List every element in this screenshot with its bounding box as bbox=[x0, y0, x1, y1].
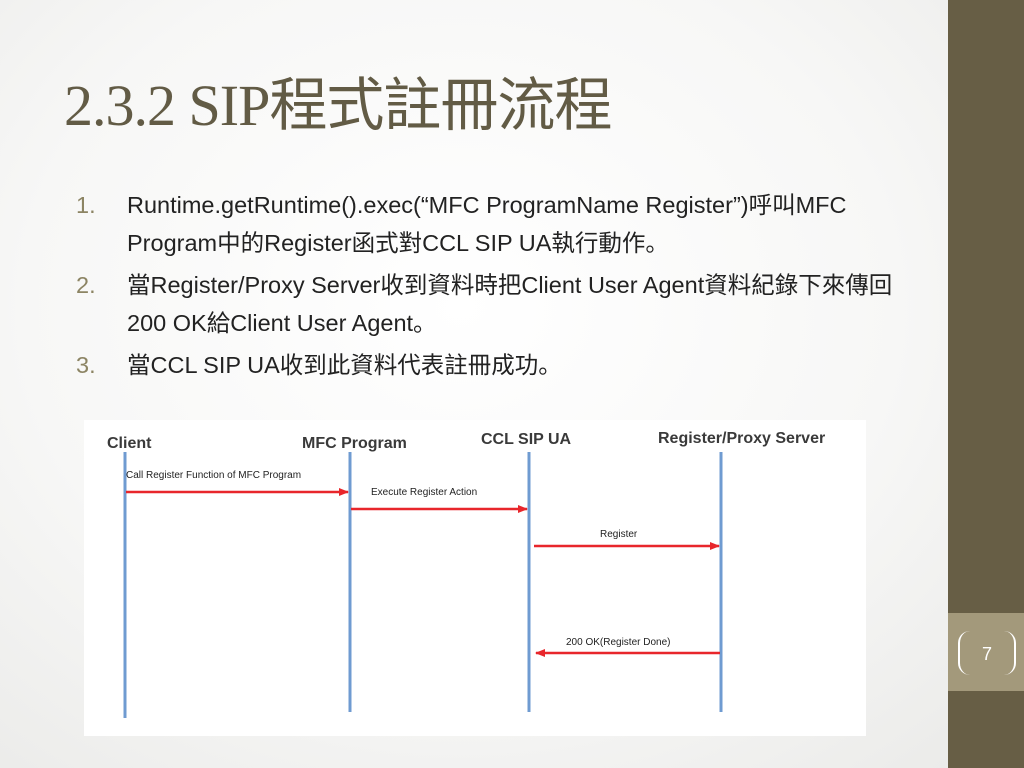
bullet-item: 2. 當Register/Proxy Server收到資料時把Client Us… bbox=[76, 266, 926, 342]
bullet-item: 1. Runtime.getRuntime().exec(“MFC Progra… bbox=[76, 186, 926, 262]
page-number-box bbox=[948, 613, 1024, 691]
lifeline-label-register-proxy-server: Register/Proxy Server bbox=[658, 430, 825, 447]
bullet-list: 1. Runtime.getRuntime().exec(“MFC Progra… bbox=[76, 186, 926, 388]
bullet-item: 3. 當CCL SIP UA收到此資料代表註冊成功。 bbox=[76, 346, 926, 384]
sequence-diagram-svg: Client MFC Program CCL SIP UA Register/P… bbox=[107, 430, 825, 718]
page-number-bracket bbox=[958, 631, 1016, 675]
bullet-text: 當Register/Proxy Server收到資料時把Client User … bbox=[127, 272, 893, 336]
lifeline-label-mfc-program: MFC Program bbox=[302, 435, 407, 452]
lifeline-label-ccl-sip-ua: CCL SIP UA bbox=[481, 431, 572, 448]
bullet-number: 1. bbox=[76, 192, 96, 218]
sequence-diagram: Client MFC Program CCL SIP UA Register/P… bbox=[84, 420, 866, 736]
bullet-text: 當CCL SIP UA收到此資料代表註冊成功。 bbox=[127, 352, 562, 378]
bullet-number: 3. bbox=[76, 352, 96, 378]
bullet-number: 2. bbox=[76, 272, 96, 298]
lifeline-label-client: Client bbox=[107, 435, 152, 452]
message-label-200-ok: 200 OK(Register Done) bbox=[566, 637, 671, 648]
bullet-text: Runtime.getRuntime().exec(“MFC ProgramNa… bbox=[127, 192, 847, 256]
message-label-call-register: Call Register Function of MFC Program bbox=[126, 470, 301, 481]
message-label-execute-register: Execute Register Action bbox=[371, 487, 477, 498]
slide-title: 2.3.2 SIP程式註冊流程 bbox=[64, 73, 612, 138]
message-label-register: Register bbox=[600, 529, 638, 540]
page-number: 7 bbox=[981, 644, 992, 664]
